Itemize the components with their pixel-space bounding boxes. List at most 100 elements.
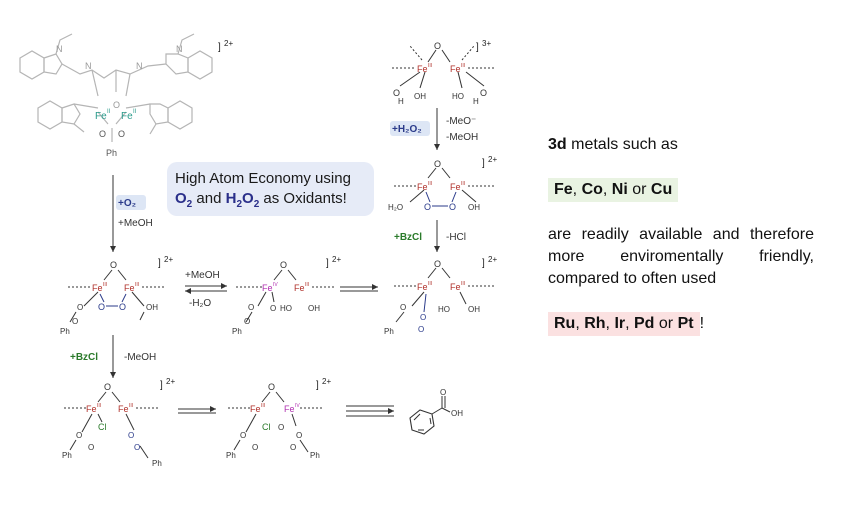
cheap-metals: Fe, Co, Ni or Cu <box>548 178 814 202</box>
svg-text:O: O <box>393 88 400 98</box>
svg-text:N: N <box>176 44 183 54</box>
svg-text:2+: 2+ <box>166 377 175 386</box>
svg-text:Fe: Fe <box>262 283 273 293</box>
complex-right-peroxo: O Fe III Fe III H₂O O O OH ] 2+ <box>388 155 497 212</box>
svg-text:Fe: Fe <box>450 64 461 74</box>
svg-text:OH: OH <box>451 409 463 418</box>
svg-text:Fe: Fe <box>121 111 133 122</box>
svg-text:O: O <box>449 202 456 212</box>
svg-text:H: H <box>398 97 404 106</box>
svg-text:III: III <box>428 63 432 69</box>
starting-complex-labels: N N N N O Fe II Fe II O O Ph ] 2+ <box>56 39 233 158</box>
svg-text:+O₂: +O₂ <box>118 198 136 209</box>
svg-text:Fe: Fe <box>124 283 135 293</box>
svg-text:Fe: Fe <box>284 404 295 414</box>
svg-text:N: N <box>56 44 63 54</box>
svg-text:O: O <box>268 382 275 392</box>
atom-economy-callout: High Atom Economy using O2 and H2O2 as O… <box>167 162 374 216</box>
svg-text:+MeOH: +MeOH <box>185 270 220 281</box>
svg-text:O: O <box>270 304 276 313</box>
svg-text:]: ] <box>482 258 485 269</box>
callout-line1: High Atom Economy using <box>175 170 351 187</box>
svg-text:HO: HO <box>452 92 464 101</box>
svg-text:Fe: Fe <box>118 404 129 414</box>
svg-text:Cl: Cl <box>262 422 271 432</box>
svg-text:Ph: Ph <box>310 451 320 460</box>
svg-text:-MeO⁻: -MeO⁻ <box>446 116 476 127</box>
svg-text:Fe: Fe <box>450 182 461 192</box>
svg-text:O: O <box>240 431 246 440</box>
svg-text:III: III <box>305 282 309 288</box>
complex-right-perbenzoate: O Fe III Fe III O O O Ph HO OH ] 2+ <box>384 255 497 336</box>
starting-complex <box>19 33 213 142</box>
svg-text:O: O <box>244 317 250 326</box>
cheap-metals-chip: Fe, Co, Ni or Cu <box>548 178 679 202</box>
svg-text:O: O <box>134 443 140 452</box>
svg-text:OH: OH <box>308 304 320 313</box>
body-text: are readily available and therefore more… <box>548 226 814 287</box>
svg-text:O: O <box>424 202 431 212</box>
svg-text:III: III <box>428 281 432 287</box>
svg-text:-MeOH: -MeOH <box>124 352 156 363</box>
svg-text:Ph: Ph <box>106 148 117 158</box>
svg-text:H: H <box>473 97 479 106</box>
noble-metals-chip: Ru, Rh, Ir, Pd or Pt <box>548 312 700 336</box>
svg-text:O: O <box>98 302 105 312</box>
svg-text:+MeOH: +MeOH <box>118 218 153 229</box>
svg-text:III: III <box>129 403 133 409</box>
svg-text:-HCl: -HCl <box>446 232 466 243</box>
svg-text:O: O <box>110 260 117 270</box>
svg-text:II: II <box>133 109 137 115</box>
svg-text:]: ] <box>158 258 161 269</box>
svg-text:IV: IV <box>273 282 278 288</box>
svg-text:O: O <box>77 303 83 312</box>
svg-text:2+: 2+ <box>332 255 341 264</box>
svg-text:Ph: Ph <box>152 459 162 468</box>
svg-text:O: O <box>434 259 441 269</box>
intro-line: 3d metals such as <box>548 136 678 153</box>
svg-text:O: O <box>400 303 406 312</box>
svg-text:Fe: Fe <box>417 182 428 192</box>
svg-text:Ph: Ph <box>226 451 236 460</box>
svg-text:O: O <box>418 325 424 334</box>
svg-text:]: ] <box>326 258 329 269</box>
svg-text:O: O <box>248 303 254 312</box>
svg-text:O: O <box>440 388 446 397</box>
svg-text:IV: IV <box>295 403 300 409</box>
svg-text:H₂O: H₂O <box>388 203 403 212</box>
svg-text:O: O <box>434 41 441 51</box>
svg-text:Fe: Fe <box>417 64 428 74</box>
svg-text:O: O <box>290 443 296 452</box>
svg-text:III: III <box>97 403 101 409</box>
svg-text:O: O <box>88 443 94 452</box>
svg-text:+BzCl: +BzCl <box>394 232 422 243</box>
complex-top-right: O Fe III Fe III O H OH HO O H ] 3+ <box>392 39 494 106</box>
svg-text:2+: 2+ <box>488 155 497 164</box>
svg-text:]: ] <box>160 380 163 391</box>
svg-text:O: O <box>104 382 111 392</box>
svg-text:]: ] <box>482 158 485 169</box>
svg-text:O: O <box>128 431 134 440</box>
svg-text:Fe: Fe <box>294 283 305 293</box>
complex-mid-feiv: O Fe IV Fe III O HO OH O O Ph ] 2+ <box>232 255 341 336</box>
svg-text:Fe: Fe <box>417 282 428 292</box>
svg-text:O: O <box>252 443 258 452</box>
svg-text:Fe: Fe <box>95 111 107 122</box>
svg-text:]: ] <box>218 42 221 53</box>
svg-text:Ph: Ph <box>384 327 394 336</box>
svg-text:III: III <box>428 181 432 187</box>
svg-text:OH: OH <box>146 303 158 312</box>
svg-text:III: III <box>261 403 265 409</box>
svg-text:O: O <box>99 129 106 139</box>
svg-text:N: N <box>85 61 92 71</box>
noble-metals: Ru, Rh, Ir, Pd or Pt! <box>548 312 814 336</box>
metals-panel: 3d metals such as Fe, Co, Ni or Cu are r… <box>548 134 814 336</box>
svg-text:-H₂O: -H₂O <box>189 298 211 309</box>
svg-text:O: O <box>119 302 126 312</box>
svg-text:+BzCl: +BzCl <box>70 352 98 363</box>
svg-text:]: ] <box>476 42 479 53</box>
svg-text:O: O <box>113 100 120 110</box>
svg-text:+H₂O₂: +H₂O₂ <box>392 124 422 135</box>
svg-text:O: O <box>480 88 487 98</box>
